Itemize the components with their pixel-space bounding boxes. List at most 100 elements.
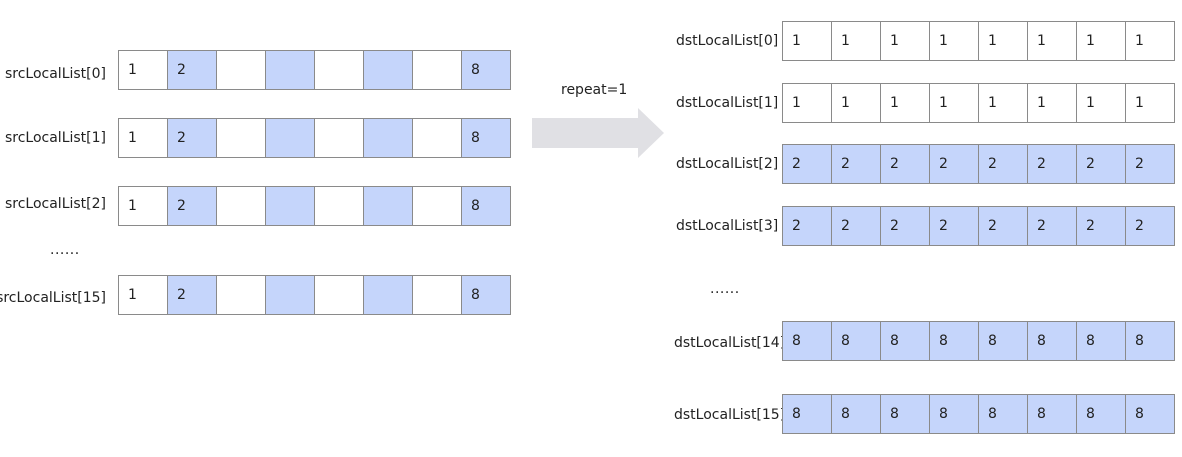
list-cell [216, 186, 266, 226]
list-cell: 2 [880, 206, 930, 246]
list-cell [363, 186, 413, 226]
dst-ellipsis: ...... [710, 281, 740, 297]
src-ellipsis: ...... [50, 242, 80, 258]
list-cell: 8 [880, 321, 930, 361]
list-cell: 2 [782, 206, 832, 246]
list-cell: 1 [1027, 83, 1077, 123]
list-cell: 2 [167, 275, 217, 315]
list-cell: 1 [782, 21, 832, 61]
list-cell: 1 [782, 83, 832, 123]
list-cell: 2 [1076, 206, 1126, 246]
list-cell: 8 [978, 394, 1028, 434]
list-cell: 1 [880, 83, 930, 123]
list-cell: 1 [1125, 21, 1175, 61]
right-arrow-icon [532, 108, 664, 158]
list-cell: 8 [1076, 321, 1126, 361]
list-cell: 2 [978, 144, 1028, 184]
list-cell: 8 [1027, 321, 1077, 361]
list-cell: 1 [831, 21, 881, 61]
list-cell: 2 [880, 144, 930, 184]
list-cell: 8 [461, 118, 511, 158]
list-cell: 8 [978, 321, 1028, 361]
src-row-label: srcLocalList[2] [4, 196, 106, 212]
dst-row-label: dstLocalList[14] [674, 335, 786, 351]
dst-row-label: dstLocalList[1] [676, 95, 779, 111]
list-cell: 8 [929, 394, 979, 434]
list-cell: 2 [929, 144, 979, 184]
list-cell [363, 118, 413, 158]
list-cell [412, 186, 462, 226]
list-cell: 2 [167, 186, 217, 226]
dst-row-label: dstLocalList[15] [674, 407, 786, 423]
list-cell: 1 [1125, 83, 1175, 123]
list-cell: 8 [1076, 394, 1126, 434]
list-cell: 2 [782, 144, 832, 184]
list-cell [216, 50, 266, 90]
list-cell: 8 [1125, 321, 1175, 361]
list-cell: 8 [461, 275, 511, 315]
list-cell: 2 [1076, 144, 1126, 184]
list-cell [314, 118, 364, 158]
list-cell: 8 [461, 50, 511, 90]
list-cell: 2 [167, 50, 217, 90]
list-cell [265, 275, 315, 315]
src-row-label: srcLocalList[0] [4, 66, 106, 82]
list-cell: 8 [831, 321, 881, 361]
list-cell [216, 275, 266, 315]
list-cell: 8 [461, 186, 511, 226]
list-cell: 2 [1125, 206, 1175, 246]
list-cell: 1 [880, 21, 930, 61]
list-cell: 1 [1027, 21, 1077, 61]
list-cell: 8 [929, 321, 979, 361]
list-cell: 2 [1027, 144, 1077, 184]
list-cell: 2 [1027, 206, 1077, 246]
list-cell: 8 [1027, 394, 1077, 434]
list-cell [363, 275, 413, 315]
list-cell [265, 118, 315, 158]
repeat-label: repeat=1 [561, 82, 628, 98]
list-cell: 1 [929, 21, 979, 61]
list-cell [412, 118, 462, 158]
list-cell [216, 118, 266, 158]
list-cell: 2 [1125, 144, 1175, 184]
list-cell: 1 [978, 21, 1028, 61]
list-cell: 1 [118, 118, 168, 158]
list-cell: 2 [167, 118, 217, 158]
list-cell: 2 [978, 206, 1028, 246]
list-cell: 1 [1076, 21, 1126, 61]
list-cell [265, 50, 315, 90]
list-cell: 8 [782, 394, 832, 434]
list-cell: 8 [831, 394, 881, 434]
src-row-label: srcLocalList[1] [4, 130, 106, 146]
list-cell: 1 [978, 83, 1028, 123]
dst-row-label: dstLocalList[3] [676, 218, 779, 234]
src-row-label: srcLocalList[15] [0, 290, 106, 306]
list-cell: 1 [929, 83, 979, 123]
list-cell [265, 186, 315, 226]
list-cell [314, 275, 364, 315]
list-cell: 1 [118, 275, 168, 315]
list-cell [412, 50, 462, 90]
list-cell: 1 [118, 186, 168, 226]
list-cell: 8 [1125, 394, 1175, 434]
dst-row-label: dstLocalList[0] [676, 33, 779, 49]
list-cell [314, 50, 364, 90]
list-cell: 1 [831, 83, 881, 123]
list-cell [363, 50, 413, 90]
list-cell: 1 [118, 50, 168, 90]
list-cell [412, 275, 462, 315]
list-cell: 8 [880, 394, 930, 434]
list-cell: 8 [782, 321, 832, 361]
list-cell: 1 [1076, 83, 1126, 123]
list-cell: 2 [831, 144, 881, 184]
list-cell: 2 [929, 206, 979, 246]
